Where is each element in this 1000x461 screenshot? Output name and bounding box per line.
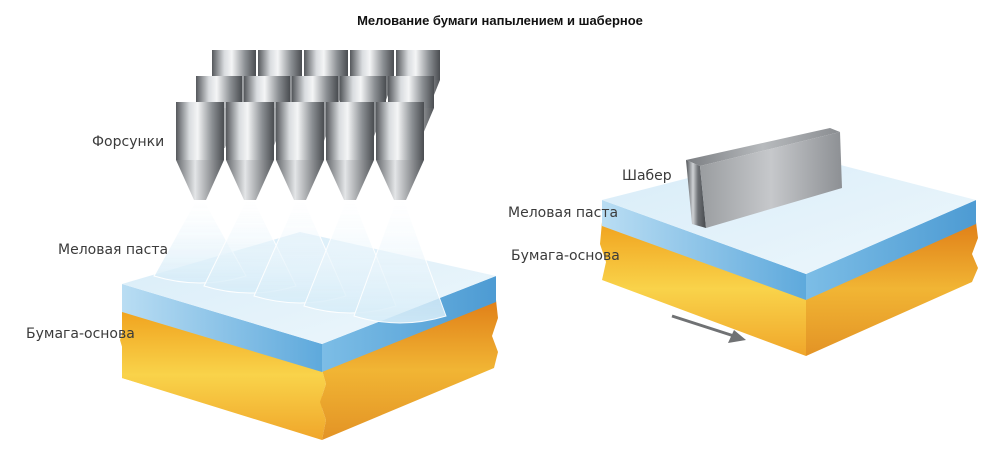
nozzle-tip xyxy=(276,160,324,200)
direction-arrow xyxy=(671,314,746,343)
left-base-label: Бумага-основа xyxy=(26,326,135,342)
nozzle-body xyxy=(304,50,348,80)
nozzle-body xyxy=(396,50,440,80)
diagram-title: Мелование бумаги напылением и шаберное xyxy=(357,13,643,28)
nozzles-label: Форсунки xyxy=(92,134,165,150)
right-diagram xyxy=(600,128,978,356)
left-paper-side xyxy=(320,300,498,440)
right-coating-front xyxy=(602,200,806,300)
nozzle-body xyxy=(212,50,256,80)
doctor-blade xyxy=(686,128,842,228)
right-coating-side xyxy=(806,200,976,300)
nozzle-tip xyxy=(176,160,224,200)
right-base-label: Бумага-основа xyxy=(511,248,620,264)
nozzle-body xyxy=(350,50,394,80)
nozzle-body xyxy=(258,50,302,80)
right-coating-label: Меловая паста xyxy=(508,205,619,221)
left-diagram xyxy=(120,50,498,440)
nozzle-tip xyxy=(226,160,274,200)
nozzle-tip xyxy=(326,160,374,200)
left-coating-front xyxy=(122,284,322,372)
blade-label: Шабер xyxy=(622,168,672,184)
nozzle-array xyxy=(153,50,447,324)
blade-top-face xyxy=(686,128,840,166)
nozzle-body xyxy=(326,102,374,160)
right-paper-front xyxy=(600,222,806,356)
left-coating-label: Меловая паста xyxy=(58,242,169,258)
spray-cone xyxy=(353,199,447,324)
right-paper-side xyxy=(806,222,978,356)
left-paper-front-wave xyxy=(120,310,326,440)
nozzle-body xyxy=(176,102,224,160)
nozzle-tip xyxy=(376,160,424,200)
blade-front-face xyxy=(686,160,706,228)
nozzle-body xyxy=(276,102,324,160)
nozzle-body xyxy=(226,102,274,160)
blade-long-face xyxy=(700,132,842,228)
nozzle-body xyxy=(376,102,424,160)
left-coating-side xyxy=(322,276,496,372)
